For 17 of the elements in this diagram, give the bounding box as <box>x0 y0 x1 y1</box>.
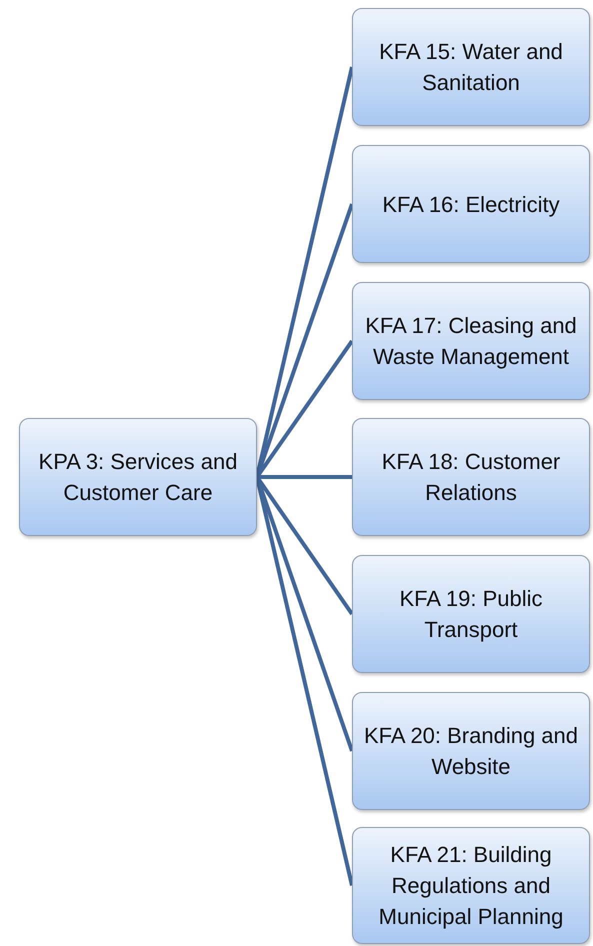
connector-line <box>257 475 352 479</box>
topic-box <box>352 418 590 536</box>
topic-box <box>352 555 590 673</box>
topic-label: KFA 18: Customer Relations <box>380 448 562 507</box>
topic-label: KFA 19: Public Transport <box>398 585 544 644</box>
topic-label: KPA 3: Services and Customer Care <box>38 448 238 507</box>
topic-box <box>352 692 590 810</box>
topic-label: KFA 21: Building Regulations and Municipal Planning <box>378 841 564 931</box>
topic-label: KFA 16: Electricity <box>382 190 560 219</box>
topic-box <box>19 418 257 536</box>
topic-label: KFA 17: Cleasing and Waste Management <box>364 312 578 371</box>
topic-box <box>352 8 590 126</box>
topic-box <box>352 827 590 944</box>
topic-label: KFA 20: Branding and Website <box>362 722 580 781</box>
topic-box <box>352 282 590 400</box>
topic-box <box>352 145 590 263</box>
topic-label: KFA 15: Water and Sanitation <box>378 38 564 97</box>
